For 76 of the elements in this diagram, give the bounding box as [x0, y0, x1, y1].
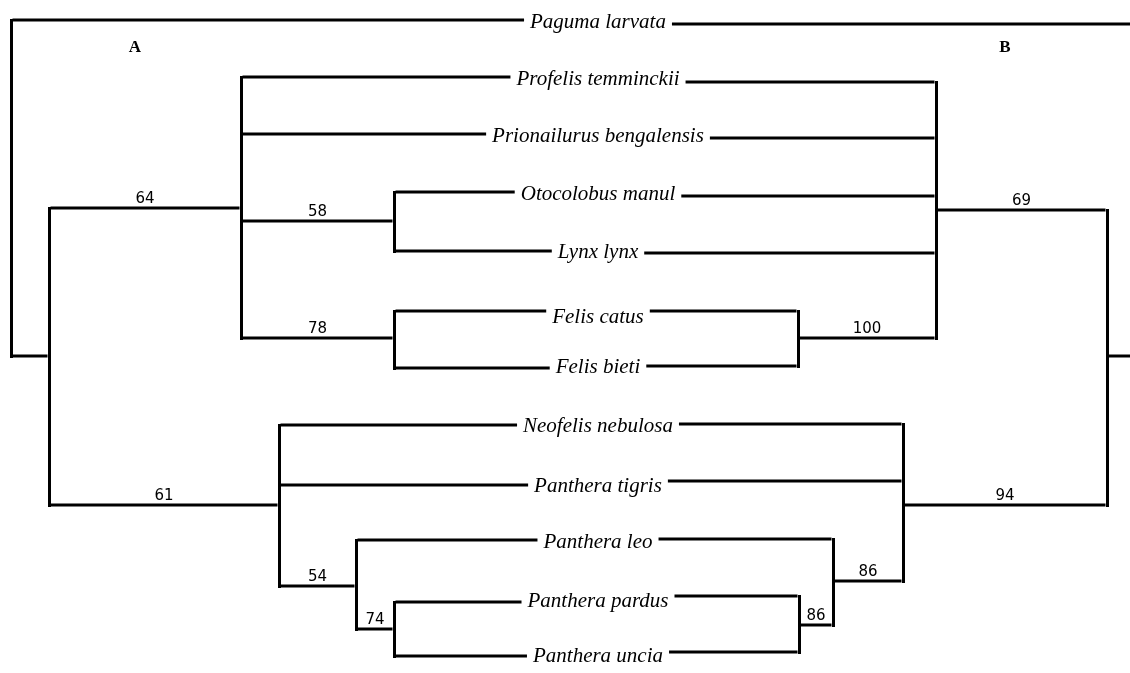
panel-letter: A	[128, 37, 142, 57]
bootstrap-value: 100	[852, 320, 882, 336]
bootstrap-value: 61	[154, 487, 174, 503]
species-name: Paguma larvata	[524, 9, 672, 33]
species-name: Otocolobus manul	[514, 181, 682, 205]
species-name: Profelis temminckii	[510, 66, 686, 90]
tree-branch	[12, 354, 48, 358]
bootstrap-value: 69	[1011, 192, 1032, 208]
species-name: Lynx lynx	[551, 239, 645, 263]
tree-branch	[800, 623, 832, 627]
tree-branch	[280, 483, 529, 487]
tree-branch	[644, 251, 935, 255]
species-name: Neofelis nebulosa	[517, 413, 679, 437]
species-name: Panthera uncia	[526, 643, 670, 667]
tree-branch-junction	[392, 600, 396, 658]
tree-branch	[395, 366, 550, 370]
bootstrap-value: 78	[307, 320, 328, 336]
tree-branch-junction	[239, 75, 243, 340]
tree-branch	[904, 503, 1106, 507]
tree-branch	[280, 584, 355, 588]
tree-branch-junction	[392, 309, 396, 370]
species-name: Panthera tigris	[528, 473, 668, 497]
tree-branch-junction	[9, 18, 13, 358]
species-name: Panthera leo	[537, 529, 659, 553]
bootstrap-value: 58	[307, 203, 328, 219]
tree-branch	[395, 654, 527, 658]
tree-branch	[669, 650, 798, 654]
tree-branch	[395, 249, 552, 253]
tree-branch	[674, 594, 798, 598]
tree-branch	[937, 208, 1106, 212]
tree-branch	[681, 194, 935, 198]
tree-branch-junction	[934, 80, 938, 340]
tree-branch	[667, 479, 902, 483]
tree-branch-junction	[797, 594, 801, 654]
tree-branch-junction	[901, 422, 905, 583]
tree-branch	[646, 364, 797, 368]
species-name: Felis catus	[546, 304, 650, 328]
bootstrap-value: 86	[858, 563, 878, 579]
tree-branch	[242, 132, 487, 136]
tree-branch	[709, 136, 935, 140]
tree-branch	[242, 219, 393, 223]
bootstrap-value: 74	[365, 611, 385, 627]
species-name: Felis bieti	[549, 354, 647, 378]
tree-branch	[357, 538, 538, 542]
tree-branch	[12, 18, 525, 22]
bootstrap-value: 86	[806, 607, 826, 623]
species-name: Panthera pardus	[521, 588, 675, 612]
tree-branch-junction	[392, 190, 396, 253]
tree-branch	[834, 579, 902, 583]
tree-branch	[50, 206, 240, 210]
tree-branch-junction	[47, 206, 51, 507]
tree-branch	[685, 80, 935, 84]
bootstrap-value: 54	[307, 568, 328, 584]
tree-branch-junction	[1105, 208, 1109, 507]
tree-branch-junction	[277, 423, 281, 588]
tree-branch	[658, 537, 832, 541]
tree-branch	[242, 75, 511, 79]
panel-letter: B	[999, 37, 1011, 57]
tree-branch	[242, 336, 393, 340]
tree-branch-junction	[354, 538, 358, 631]
tree-branch	[395, 190, 515, 194]
tree-branch	[1108, 354, 1130, 358]
tree-branch	[395, 600, 522, 604]
tree-branch	[50, 503, 278, 507]
species-name: Prionailurus bengalensis	[486, 123, 710, 147]
tree-branch-junction	[796, 309, 800, 368]
tree-branch	[280, 423, 518, 427]
tree-branch	[357, 627, 393, 631]
tree-branch	[395, 309, 547, 313]
tree-branch	[678, 422, 902, 426]
bootstrap-value: 64	[135, 190, 155, 206]
bootstrap-value: 94	[995, 487, 1015, 503]
tree-branch	[799, 336, 935, 340]
tree-branch	[649, 309, 797, 313]
tree-branch-junction	[831, 537, 835, 627]
tree-branch	[671, 22, 1130, 26]
